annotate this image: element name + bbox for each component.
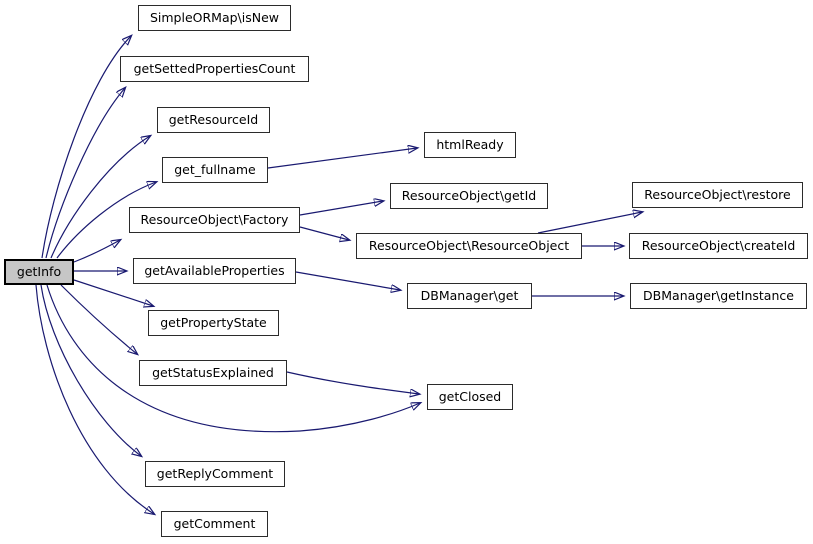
node-getcomment[interactable]: getComment — [161, 511, 268, 537]
edge-getinfo-to-getreplycomment — [40, 284, 141, 456]
edge-factory-to-getid — [299, 201, 383, 216]
edge-factory-to-resourceobject — [299, 226, 349, 240]
node-resourceobject-createid[interactable]: ResourceObject\createId — [629, 233, 808, 259]
node-getclosed[interactable]: getClosed — [427, 384, 513, 410]
node-dbmanager-get[interactable]: DBManager\get — [407, 283, 532, 309]
edge-getinfo-to-getfullname — [56, 182, 156, 259]
node-getinfo[interactable]: getInfo — [4, 259, 74, 285]
node-getresourceid[interactable]: getResourceId — [157, 107, 270, 133]
edge-getinfo-to-getpropertystate — [73, 279, 153, 306]
edge-getinfo-to-getstatusexplained — [60, 284, 137, 354]
node-get-fullname[interactable]: get_fullname — [162, 157, 268, 183]
edge-getavailableprops-to-dbget — [295, 271, 400, 290]
edge-getinfo-to-getsettedpropscount — [45, 88, 125, 259]
node-getstatusexplained[interactable]: getStatusExplained — [139, 360, 287, 386]
node-getreplycomment[interactable]: getReplyComment — [145, 461, 285, 487]
edge-getinfo-to-getcomment — [35, 284, 154, 514]
edge-getinfo-to-isnew — [41, 36, 131, 259]
edge-getinfo-to-getclosed — [46, 284, 420, 433]
edge-getstatusexplained-to-getclosed — [286, 371, 419, 394]
node-resourceobject-restore[interactable]: ResourceObject\restore — [632, 182, 803, 208]
node-getsettedpropertiescount[interactable]: getSettedPropertiesCount — [120, 56, 309, 82]
node-resourceobject-resourceobject[interactable]: ResourceObject\ResourceObject — [356, 233, 582, 259]
edge-getinfo-to-factory — [73, 240, 120, 263]
node-getavailableproperties[interactable]: getAvailableProperties — [133, 258, 296, 284]
node-resourceobject-getid[interactable]: ResourceObject\getId — [390, 183, 548, 209]
node-resourceobject-factory[interactable]: ResourceObject\Factory — [129, 207, 300, 233]
edge-getfullname-to-htmlready — [267, 148, 417, 169]
edge-resourceobject-to-restore — [537, 212, 642, 234]
node-simpleormap-isnew[interactable]: SimpleORMap\isNew — [138, 5, 291, 31]
edge-getinfo-to-getresourceid — [50, 136, 150, 259]
node-htmlready[interactable]: htmlReady — [424, 132, 516, 158]
node-dbmanager-getinstance[interactable]: DBManager\getInstance — [630, 283, 807, 309]
node-getpropertystate[interactable]: getPropertyState — [148, 310, 279, 336]
